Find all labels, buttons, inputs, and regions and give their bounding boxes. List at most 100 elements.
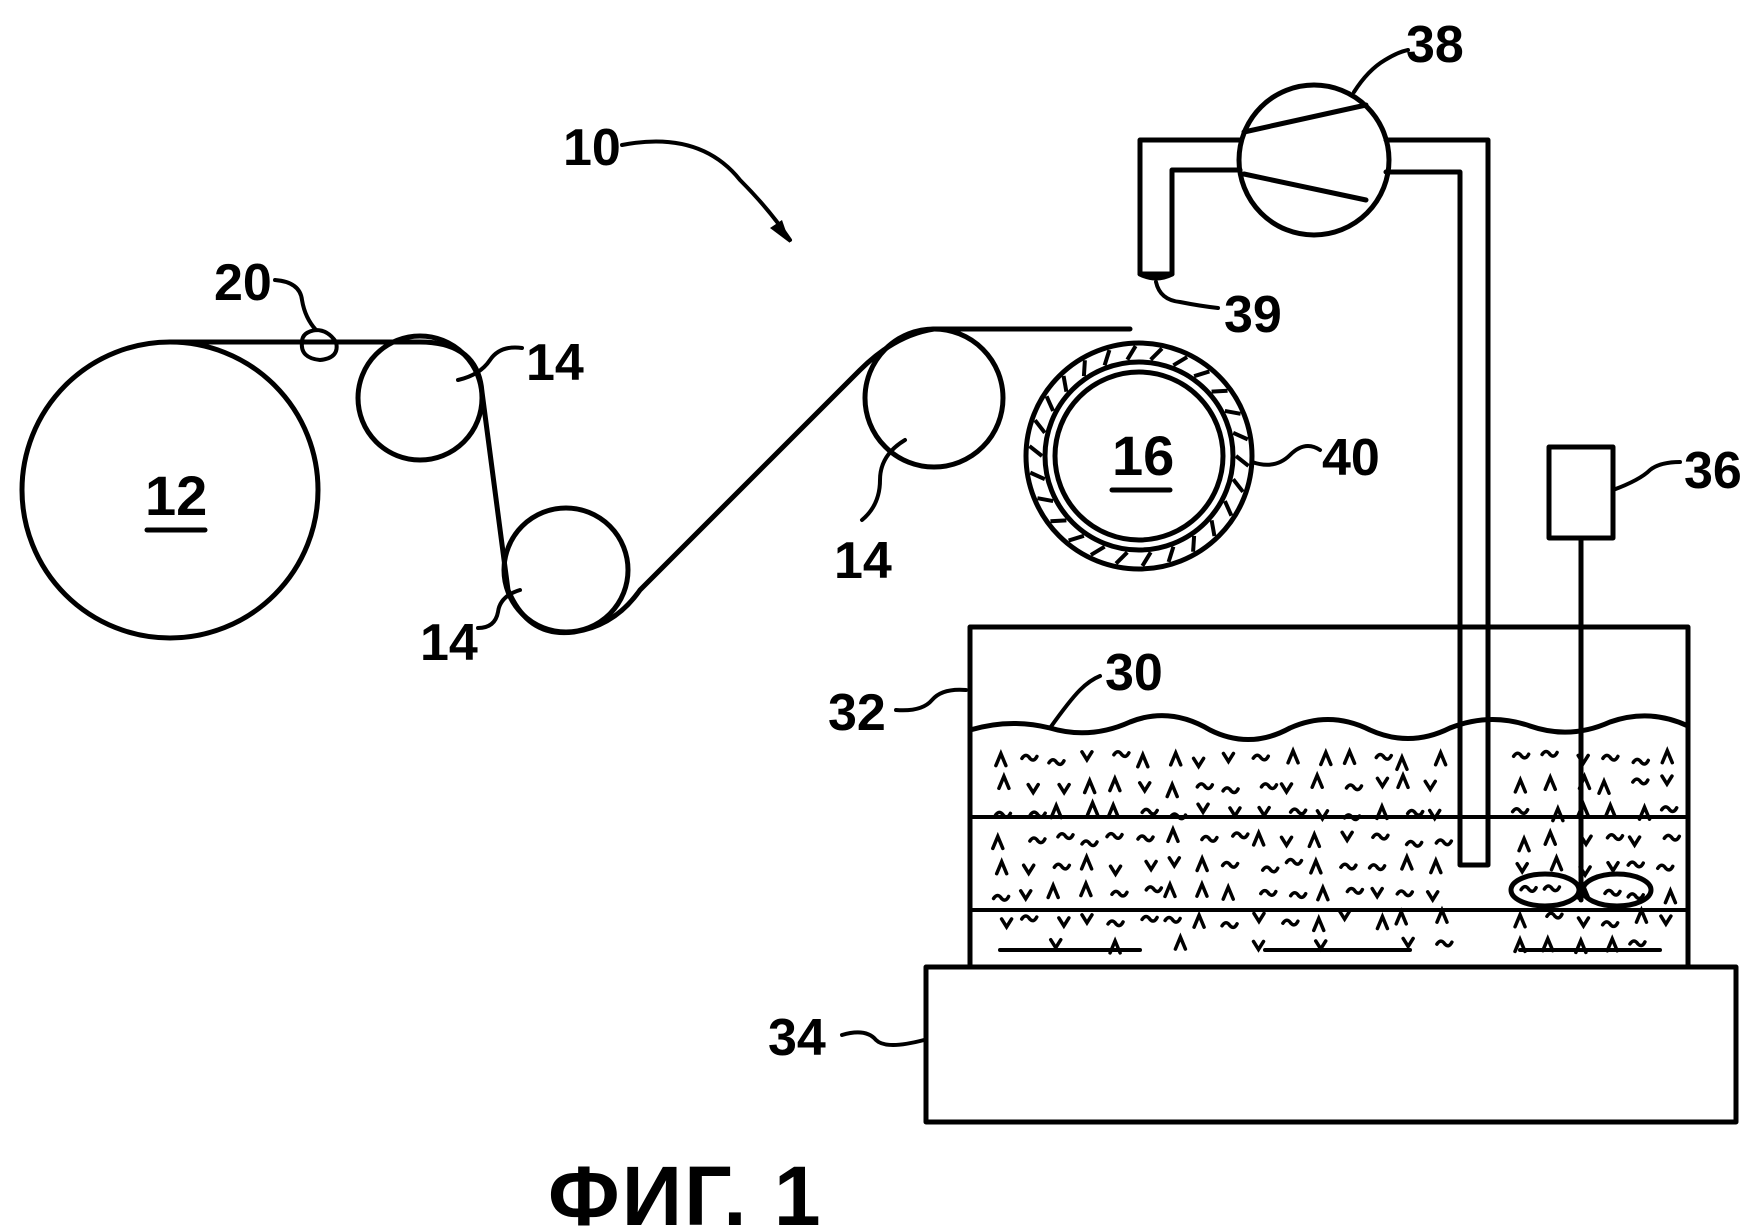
dispersion-particle bbox=[1283, 920, 1298, 925]
dispersion-particle bbox=[1578, 918, 1588, 926]
dispersion-particle bbox=[1167, 785, 1177, 797]
leader-guide-roller-1 bbox=[458, 348, 522, 381]
coating-layer-hatch-mark bbox=[1105, 350, 1110, 365]
dispersion-particle bbox=[1261, 784, 1276, 789]
coating-layer-hatch-mark bbox=[1151, 348, 1162, 359]
dispersion-particle bbox=[1373, 834, 1388, 839]
dispersion-particle bbox=[1321, 752, 1331, 764]
figure-caption: ФИГ. 1 bbox=[548, 1149, 823, 1229]
dispersion-particle bbox=[1022, 755, 1037, 760]
dispersion-particle bbox=[1082, 857, 1092, 869]
dispersion-particle bbox=[1664, 835, 1679, 840]
coating-layer-hatch-mark bbox=[1212, 391, 1228, 392]
dispersion-particle bbox=[999, 776, 1009, 788]
dispersion-particle bbox=[1407, 841, 1422, 846]
dispersion-particle bbox=[1288, 751, 1298, 763]
dispersion-particle bbox=[1054, 864, 1069, 869]
dispersion-particle bbox=[1665, 891, 1675, 903]
pump bbox=[1239, 85, 1389, 235]
dispersion-particle bbox=[1198, 804, 1208, 812]
dispersion-particle bbox=[1437, 941, 1452, 946]
dispersion-particle bbox=[1608, 863, 1618, 871]
dispersion-particle bbox=[1140, 783, 1150, 791]
leader-coating-layer bbox=[1252, 446, 1320, 465]
dispersion-particle bbox=[1431, 861, 1441, 873]
dispersion-particle bbox=[1658, 865, 1673, 870]
coating-layer-hatch-mark bbox=[1225, 501, 1232, 516]
dispersion-particle bbox=[1024, 865, 1034, 873]
dispersion-particle bbox=[1372, 889, 1382, 897]
coating-layer-hatch-mark bbox=[1142, 552, 1150, 566]
coating-layer-hatch-mark bbox=[1169, 547, 1174, 562]
coating-layer-hatch-mark bbox=[1030, 473, 1045, 480]
dispersion-particle bbox=[1082, 841, 1097, 846]
label-supply-roll: 12 bbox=[145, 464, 207, 527]
dispersion-particle bbox=[1542, 751, 1557, 756]
dispersion-particle bbox=[1223, 863, 1238, 868]
dispersion-particle bbox=[1085, 781, 1095, 793]
dispersion-particle bbox=[1111, 866, 1121, 874]
dispersion-particle bbox=[1286, 860, 1301, 865]
dispersion-particle bbox=[1603, 922, 1618, 927]
dispersion-particle bbox=[1377, 778, 1387, 786]
label-coating-layer: 40 bbox=[1322, 429, 1380, 487]
dispersion-particle bbox=[1547, 913, 1562, 918]
stirrer-motor bbox=[1549, 447, 1613, 538]
coating-layer-hatch-mark bbox=[1173, 357, 1187, 365]
label-substrate: 20 bbox=[214, 254, 272, 312]
leader-dispersion bbox=[1050, 676, 1100, 728]
label-stirrer: 36 bbox=[1684, 442, 1742, 500]
dispersion-particle bbox=[1662, 751, 1672, 763]
apparatus-arrow bbox=[622, 142, 790, 240]
dispersion-particle bbox=[1194, 758, 1204, 766]
dispersion-particle bbox=[1114, 752, 1129, 757]
dispersion-particle bbox=[1223, 788, 1238, 793]
dispersion-particle bbox=[1197, 858, 1207, 870]
pump-blade-lower bbox=[1244, 174, 1366, 200]
dispersion-particle bbox=[1513, 809, 1528, 814]
coating-layer-hatch-mark bbox=[1050, 520, 1066, 521]
dispersion-particle bbox=[994, 895, 1009, 900]
dispersion-particle bbox=[1169, 858, 1179, 866]
dispersion-particle bbox=[1222, 923, 1237, 928]
dispersion-particle bbox=[1088, 803, 1098, 815]
dispersion-particles bbox=[993, 751, 1680, 953]
dispersion-particle bbox=[1059, 785, 1069, 793]
dispersion-particle bbox=[1165, 884, 1175, 896]
dispersion-particle bbox=[1342, 832, 1352, 840]
dispersion-particle bbox=[1398, 775, 1408, 787]
dispersion-particle bbox=[1082, 915, 1092, 923]
dispersion-particle bbox=[1312, 775, 1322, 787]
label-nozzle: 39 bbox=[1224, 286, 1282, 344]
dispersion-particle bbox=[1171, 753, 1181, 765]
dispersion-particle bbox=[1021, 891, 1031, 899]
coating-layer-hatch-mark bbox=[1064, 376, 1067, 392]
dispersion-particle bbox=[1603, 755, 1618, 760]
dispersion-particle bbox=[1515, 915, 1525, 927]
leader-container bbox=[896, 690, 966, 711]
coating-layer-hatch-mark bbox=[1029, 446, 1042, 456]
dispersion-particle bbox=[1345, 751, 1355, 763]
dispersion-particle bbox=[1402, 857, 1412, 869]
dispersion-particle bbox=[1107, 834, 1122, 839]
dispersion-particle bbox=[1291, 809, 1306, 814]
dispersion-particle bbox=[1051, 940, 1061, 948]
dispersion-particle bbox=[1197, 884, 1207, 896]
dispersion-particle bbox=[1397, 757, 1407, 769]
dispersion-particle bbox=[1223, 887, 1233, 899]
dispersion-particle bbox=[1138, 755, 1148, 767]
dispersion-particle bbox=[1340, 911, 1350, 919]
leader-stirrer bbox=[1613, 462, 1680, 490]
dispersion-particle bbox=[1048, 885, 1058, 897]
dispersion-particle bbox=[1544, 886, 1559, 891]
label-guide-roller-3: 14 bbox=[834, 532, 892, 590]
substrate-web bbox=[170, 329, 1130, 633]
dispersion-particle bbox=[1197, 784, 1212, 789]
dispersion-particle bbox=[1545, 777, 1555, 789]
label-guide-roller-1: 14 bbox=[526, 334, 584, 392]
leader-guide-roller-3 bbox=[862, 440, 905, 520]
coating-layer-hatch-mark bbox=[1069, 536, 1084, 541]
apparatus-arrowhead bbox=[770, 220, 790, 243]
dispersion-particle bbox=[1030, 838, 1045, 843]
dispersion-particle bbox=[1661, 916, 1671, 924]
